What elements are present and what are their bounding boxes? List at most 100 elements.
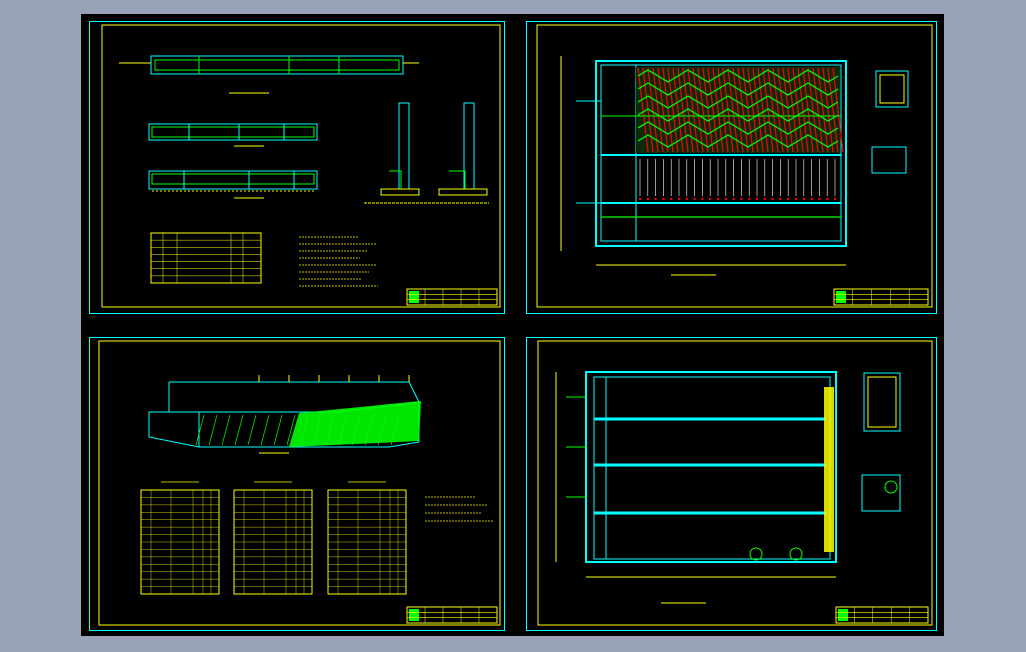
hatch-zigzag [637, 69, 839, 83]
pipe-nozzle [833, 197, 837, 201]
detail-2 [438, 102, 488, 196]
hatch-line [712, 67, 724, 153]
sheet-1-sections[interactable] [89, 21, 505, 314]
iso-grid-line [312, 414, 322, 446]
tank-plan [576, 60, 847, 247]
dimension-lines [560, 56, 846, 266]
pipe-nozzle [701, 197, 704, 201]
sheet-outer-border [526, 21, 937, 314]
notes [425, 496, 494, 522]
sheet-2-plan[interactable] [526, 21, 937, 314]
pipe-nozzle [755, 197, 759, 201]
hatch-line [657, 67, 669, 153]
hatch-line [757, 67, 769, 153]
title-block-logo [409, 291, 419, 303]
sheet-inner-border [101, 24, 501, 308]
iso-grid-line [351, 414, 361, 446]
detail-views [861, 372, 901, 512]
sheet-inner-border [536, 24, 933, 308]
pipe-nozzle [709, 197, 712, 201]
iso-grid-line [260, 414, 270, 446]
iso-grid-line [325, 414, 335, 446]
pipe-nozzle [794, 197, 798, 201]
sheet-4-channel-plan[interactable] [526, 337, 937, 631]
iso-grid-line [221, 414, 231, 446]
hatch-line [787, 67, 799, 153]
iso-grid-line [195, 414, 205, 446]
title-block-frame [406, 288, 498, 306]
hatch-line [827, 67, 839, 153]
sheet-outer-border [526, 337, 937, 631]
pipe-nozzle [693, 197, 696, 201]
pipe-nozzle [685, 197, 688, 201]
hatch-line [647, 67, 659, 153]
hatch-line [747, 67, 759, 153]
isometric-grid-lines [195, 375, 410, 446]
sheet-outer-border [89, 21, 505, 314]
pipe-nozzle [654, 197, 657, 201]
drawing-canvas[interactable] [81, 14, 944, 636]
pipe-nozzle [638, 197, 642, 201]
iso-grid-line [234, 414, 244, 446]
iso-grid-line [247, 414, 257, 446]
cross-section-b [148, 170, 318, 192]
hatch-line [812, 67, 824, 153]
hatch-line [637, 67, 649, 153]
dimension-lines [555, 372, 836, 578]
pipe-nozzle [662, 197, 665, 201]
title-block-frame [833, 288, 929, 306]
iso-grid-line [299, 414, 309, 446]
table-frame [150, 232, 262, 284]
design-notes [299, 236, 378, 287]
detail-1 [380, 102, 420, 196]
quantity-tables [140, 481, 407, 595]
sheet-3-isometric[interactable] [89, 337, 505, 631]
distribution-pipes [601, 115, 841, 218]
hatch-zigzag [637, 95, 839, 109]
iso-grid-line [364, 414, 374, 446]
pipe-nozzle [810, 197, 813, 201]
hatch-line [697, 67, 709, 153]
title-block-logo [836, 291, 846, 303]
title-block-logo [409, 609, 419, 621]
hatch-line [692, 67, 704, 153]
hatch-line [677, 67, 689, 153]
hatch-line [797, 67, 809, 153]
pipe-nozzle [716, 197, 720, 201]
iso-grid-line [286, 414, 296, 446]
iso-grid-line [273, 414, 283, 446]
hatch-line [667, 67, 679, 153]
iso-grid-line [338, 414, 348, 446]
longitudinal-section [119, 55, 419, 75]
iso-grid-line [377, 414, 387, 446]
pipe-nozzle [779, 197, 782, 201]
hatch-line [687, 67, 699, 153]
pipe-fittings [566, 396, 803, 561]
sheet-outer-border [89, 337, 505, 631]
title-block [406, 606, 498, 624]
media-hatch-area [636, 67, 844, 153]
collector-channel [824, 387, 834, 552]
hatch-line [707, 67, 719, 153]
cross-section-a [148, 123, 318, 141]
pipe-nozzle [646, 197, 649, 201]
hatch-zigzag [637, 82, 839, 96]
hatch-line [767, 67, 779, 153]
pipe-nozzle [802, 197, 805, 201]
hatch-line [792, 67, 804, 153]
iso-grid-line [208, 414, 218, 446]
hatch-line [752, 67, 764, 153]
hatch-line [662, 67, 674, 153]
hatch-line [742, 67, 754, 153]
hatch-line [772, 67, 784, 153]
pipe-nozzle [740, 197, 743, 201]
hatch-line [652, 67, 664, 153]
hatch-zigzag [637, 134, 839, 148]
iso-grid-line [390, 414, 400, 446]
hatch-line [777, 67, 789, 153]
sheet-inner-border [98, 340, 501, 626]
hatch-line [807, 67, 819, 153]
title-block [835, 606, 929, 624]
hatch-line [762, 67, 774, 153]
